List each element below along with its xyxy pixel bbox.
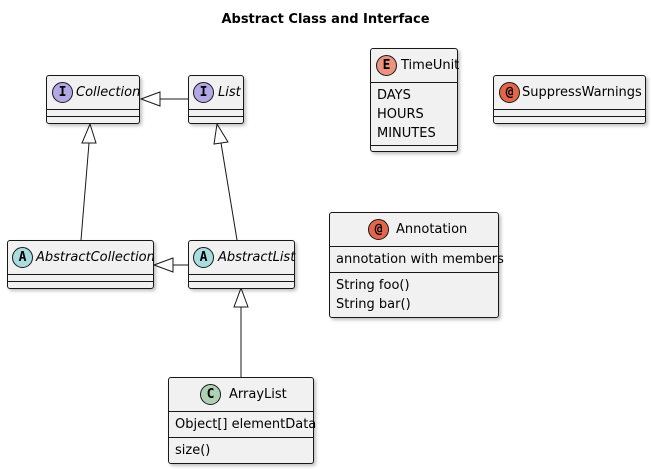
enum-value: MINUTES <box>377 126 436 141</box>
enum-value: DAYS <box>377 88 411 103</box>
list-interface-box: I List <box>188 75 244 124</box>
arrowhead-arraylist-abstractlist <box>233 286 249 308</box>
class-name: TimeUnit <box>401 58 460 73</box>
method: String bar() <box>336 297 411 312</box>
divider <box>330 272 498 273</box>
edge-abstractlist-list <box>220 142 238 241</box>
class-name: ArrayList <box>229 387 287 402</box>
class-icon: C <box>200 384 221 405</box>
enum-value: HOURS <box>377 107 424 122</box>
field: Object[] elementData <box>175 417 317 432</box>
class-name: AbstractCollection <box>36 250 155 265</box>
abstract-icon: A <box>12 247 33 268</box>
abstractlist-abstract-box: A AbstractList <box>188 240 295 289</box>
divider <box>189 281 294 282</box>
interface-icon: I <box>193 82 214 103</box>
abstract-icon: A <box>193 247 214 268</box>
class-name: AbstractList <box>218 250 296 265</box>
divider <box>47 116 139 117</box>
class-name: SuppressWarnings <box>522 85 642 100</box>
class-name: Annotation <box>396 222 468 237</box>
method: size() <box>175 443 211 458</box>
suppresswarnings-annotation-box: @ SuppressWarnings <box>493 75 646 124</box>
divider <box>189 109 243 110</box>
method: String foo() <box>336 278 410 293</box>
arraylist-class-box: C ArrayList Object[] elementData size() <box>168 377 317 464</box>
annotation-icon: @ <box>368 219 389 240</box>
divider <box>189 116 243 117</box>
divider <box>494 116 645 117</box>
edge-abstractcollection-collection <box>80 142 90 241</box>
class-name: List <box>218 85 241 100</box>
enum-icon: E <box>376 55 397 76</box>
timeunit-enum-box: E TimeUnit DAYS HOURS MINUTES <box>370 48 460 152</box>
divider <box>8 274 153 275</box>
divider <box>169 411 313 412</box>
interface-icon: I <box>52 82 73 103</box>
arrowhead-abstractlist-list <box>213 122 229 145</box>
divider <box>371 82 457 83</box>
divider <box>8 281 153 282</box>
divider <box>169 437 313 438</box>
annotation-box: @ Annotation annotation with members Str… <box>329 212 504 318</box>
divider <box>371 145 457 146</box>
divider <box>494 109 645 110</box>
collection-interface-box: I Collection <box>46 75 140 124</box>
divider <box>330 246 498 247</box>
arrowhead-list-collection <box>139 91 161 107</box>
annotation-icon: @ <box>499 82 520 103</box>
divider <box>47 109 139 110</box>
arrowhead-abstractlist-abstractcollection <box>152 257 174 273</box>
arrowhead-abstractcollection-collection <box>81 122 97 144</box>
field: annotation with members <box>336 252 504 267</box>
divider <box>189 274 294 275</box>
class-name: Collection <box>76 85 141 100</box>
abstractcollection-abstract-box: A AbstractCollection <box>7 240 155 289</box>
diagram-title: Abstract Class and Interface <box>221 12 430 27</box>
